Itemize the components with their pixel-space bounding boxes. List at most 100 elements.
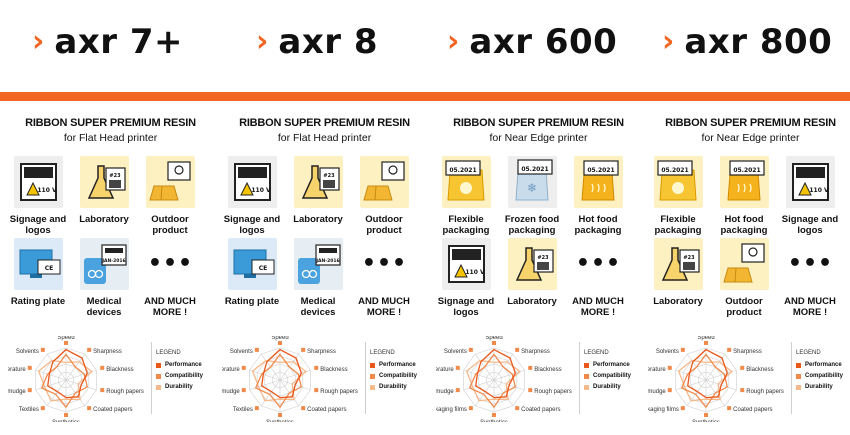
solar-panel-icon: [723, 243, 765, 283]
radar-axis-marker: [468, 406, 473, 411]
radar-axis-marker: [727, 347, 732, 352]
radar-axis: [463, 379, 495, 391]
legend-label: Compatibility: [805, 373, 844, 379]
radar-axis-marker: [704, 413, 708, 417]
radar-axis: [249, 369, 281, 381]
ribbon-title: RIBBON SUPER PREMIUM RESIN: [25, 117, 196, 129]
monitor-icon: CE: [19, 249, 61, 278]
application-label: Rating plate: [10, 296, 66, 307]
radar-axis-label: Temperature: [436, 367, 454, 373]
application-tile: CE: [228, 238, 277, 290]
legend-item: Compatibility: [156, 373, 212, 379]
application-tile: #23: [654, 238, 703, 290]
application-label: Laboratory: [293, 214, 343, 225]
radar-axis-label: Smudge: [648, 389, 666, 395]
legend-label: Performance: [379, 362, 416, 368]
application-label: AND MUCH MORE !: [784, 296, 836, 318]
legend-item: Durability: [796, 384, 850, 390]
radar-axis-marker: [667, 388, 672, 393]
radar-axis-label: Solvents: [656, 349, 679, 355]
application-label: Laboratory: [653, 296, 703, 307]
monitor-icon: CE: [233, 249, 275, 278]
legend-swatch: [796, 384, 801, 390]
legend-item: Compatibility: [796, 373, 850, 379]
svg-text:CE: CE: [45, 265, 54, 272]
warning-sign-icon: 110 V: [448, 245, 485, 283]
legend-title: LEGEND: [370, 350, 395, 356]
printer-type: for Flat Head printer: [277, 132, 372, 144]
application-tile: 110 V: [228, 156, 277, 208]
radar-axis-marker: [254, 406, 259, 411]
radar-axis-label: Blackness: [106, 367, 133, 373]
svg-text:110 V: 110 V: [809, 187, 829, 194]
radar-axis-marker: [278, 341, 282, 345]
legend-label: Durability: [593, 384, 621, 390]
hot-food-icon: 05.2021: [727, 160, 765, 201]
radar-axis-label: Speed: [485, 336, 502, 341]
radar-axis-label: Blackness: [534, 367, 561, 373]
solar-panel-icon: [149, 161, 191, 201]
more-dots-icon: •••: [787, 251, 834, 276]
radar-axis-marker: [455, 388, 460, 393]
radar-axis-marker: [40, 347, 45, 352]
radar-axis: [35, 369, 67, 381]
radar-axis-label: Coated papers: [521, 407, 560, 413]
radar-axis-label: Sharpness: [733, 349, 762, 355]
radar-series: [37, 359, 93, 402]
application-label: Signage and logos: [223, 214, 281, 236]
svg-text:JAN-2016: JAN-2016: [101, 258, 125, 264]
svg-text:110 V: 110 V: [37, 187, 57, 194]
radar-series: [687, 348, 729, 399]
legend-swatch: [156, 362, 161, 368]
product-column: RIBBON SUPER PREMIUM RESIN for Flat Head …: [222, 112, 427, 430]
radar-axis-marker: [492, 413, 496, 417]
radar-axis-marker: [27, 365, 32, 370]
radar-axis-marker: [740, 365, 745, 370]
legend-swatch: [584, 384, 589, 390]
radar-axis: [675, 379, 707, 391]
svg-text:05.2021: 05.2021: [521, 166, 548, 173]
warning-sign-icon: 110 V: [234, 163, 271, 201]
legend-swatch: [370, 384, 375, 390]
radar-axis-label: Temperature: [648, 367, 666, 373]
radar-axis-marker: [455, 365, 460, 370]
radar-axis-marker: [301, 406, 306, 411]
warning-sign-icon: 110 V: [792, 163, 829, 201]
legend-item: Compatibility: [584, 373, 640, 379]
svg-text:05.2021: 05.2021: [587, 167, 614, 174]
legend-swatch: [156, 373, 161, 379]
legend-item: Performance: [156, 362, 212, 368]
legend-item: Performance: [796, 362, 850, 368]
application-label: Signage and logos: [781, 214, 839, 236]
svg-text:#23: #23: [683, 255, 695, 261]
radar-axis-marker: [64, 413, 68, 417]
chevron-right-icon: ›: [32, 24, 45, 59]
radar-axis: [260, 379, 281, 407]
radar-axis-label: Synthetics: [480, 420, 508, 422]
svg-text:05.2021: 05.2021: [449, 167, 476, 174]
radar-axis: [675, 369, 707, 381]
radar-axis-label: Sharpness: [521, 349, 550, 355]
radar-axis-label: Smudge: [436, 389, 454, 395]
radar-series: [465, 359, 521, 402]
legend-item: Compatibility: [370, 373, 426, 379]
radar-axis-label: Packaging films: [648, 407, 679, 413]
svg-text:110 V: 110 V: [465, 269, 485, 276]
radar-series: [475, 348, 517, 399]
application-label: AND MUCH MORE !: [144, 296, 196, 318]
application-label: Rating plate: [224, 296, 280, 307]
svg-text:05.2021: 05.2021: [661, 167, 688, 174]
radar-axis-marker: [241, 365, 246, 370]
radar-axis-marker: [64, 341, 68, 345]
ribbon-title: RIBBON SUPER PREMIUM RESIN: [239, 117, 410, 129]
legend-label: Performance: [165, 362, 202, 368]
radar-axis-label: Packaging films: [436, 407, 467, 413]
